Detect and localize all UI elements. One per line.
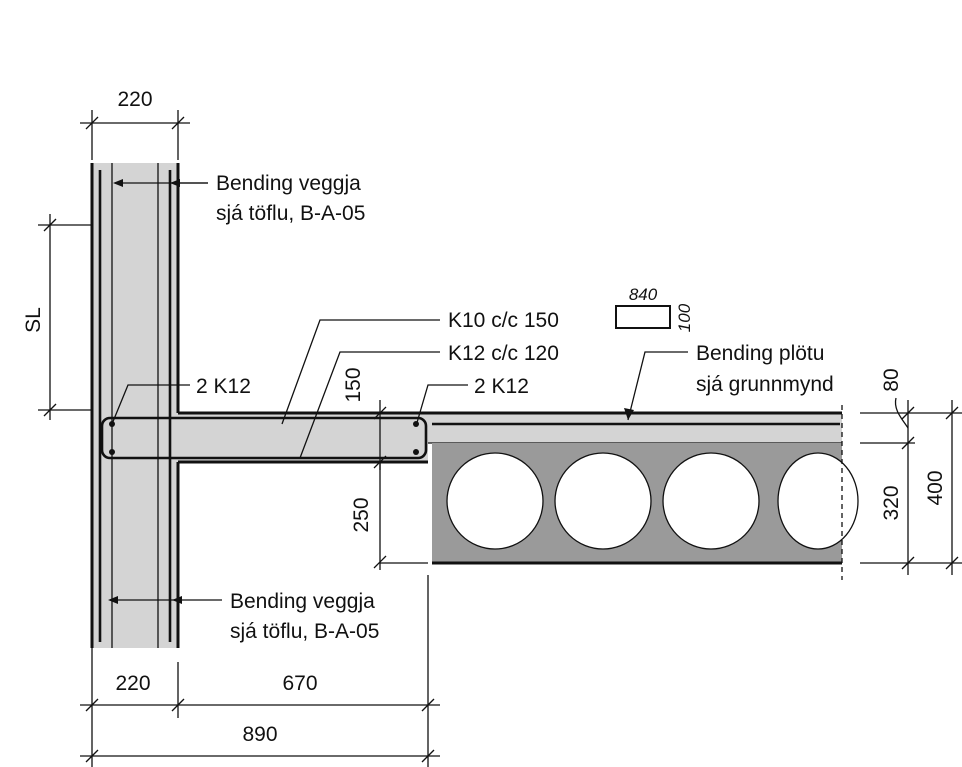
hollowcore-slab xyxy=(432,405,859,580)
dim-wall-bottom-text: 220 xyxy=(115,672,150,695)
dim-wall-top-text: 220 xyxy=(117,88,152,111)
note-k10: K10 c/c 150 xyxy=(281,309,559,425)
note-bending-plotu-line2: sjá grunnmynd xyxy=(696,373,834,396)
wall-section xyxy=(90,163,180,648)
note-bending-plotu: Bending plötu sjá grunnmynd xyxy=(624,342,834,421)
note-bending-top-line1: Bending veggja xyxy=(216,172,361,195)
dim-sl: SL xyxy=(22,214,92,420)
dim-support-depth: 250 xyxy=(350,462,428,570)
dim-extension-text: 670 xyxy=(282,672,317,695)
dim-total-thickness-text: 400 xyxy=(924,470,947,505)
dim-total-width-text: 890 xyxy=(242,723,277,746)
dim-right: 80 320 400 xyxy=(860,368,962,575)
note-k12-cc: K12 c/c 120 xyxy=(299,342,559,459)
note-2k12-left: 2 K12 xyxy=(111,375,251,425)
note-bending-bottom-line1: Bending veggja xyxy=(230,590,375,613)
dim-bottom: 220 670 890 xyxy=(80,575,440,767)
dim-beam-height-text: 150 xyxy=(342,367,365,402)
note-bending-plotu-line1: Bending plötu xyxy=(696,342,824,365)
note-bending-top-line2: sjá töflu, B-A-05 xyxy=(216,202,365,225)
slab-topping xyxy=(428,411,842,444)
dim-hollowcore-text: 320 xyxy=(880,485,903,520)
note-2k12-left-text: 2 K12 xyxy=(196,375,251,398)
note-bending-top: Bending veggja sjá töflu, B-A-05 xyxy=(113,172,365,225)
note-2k12-right: 2 K12 xyxy=(415,375,529,427)
dim-sl-text: SL xyxy=(22,307,45,333)
note-bending-bottom-line2: sjá töflu, B-A-05 xyxy=(230,620,379,643)
section-box-height: 100 xyxy=(675,303,694,332)
note-k10-text: K10 c/c 150 xyxy=(448,309,559,332)
dim-topping-text: 80 xyxy=(880,368,903,391)
note-2k12-right-text: 2 K12 xyxy=(474,375,529,398)
note-bending-bottom: Bending veggja sjá töflu, B-A-05 xyxy=(108,590,379,643)
section-box: 840 100 xyxy=(615,285,694,332)
dim-support-depth-text: 250 xyxy=(350,497,373,532)
section-box-width: 840 xyxy=(629,285,658,304)
dim-wall-top: 220 xyxy=(80,88,190,160)
beam-section xyxy=(100,411,428,464)
note-k12-cc-text: K12 c/c 120 xyxy=(448,342,559,365)
